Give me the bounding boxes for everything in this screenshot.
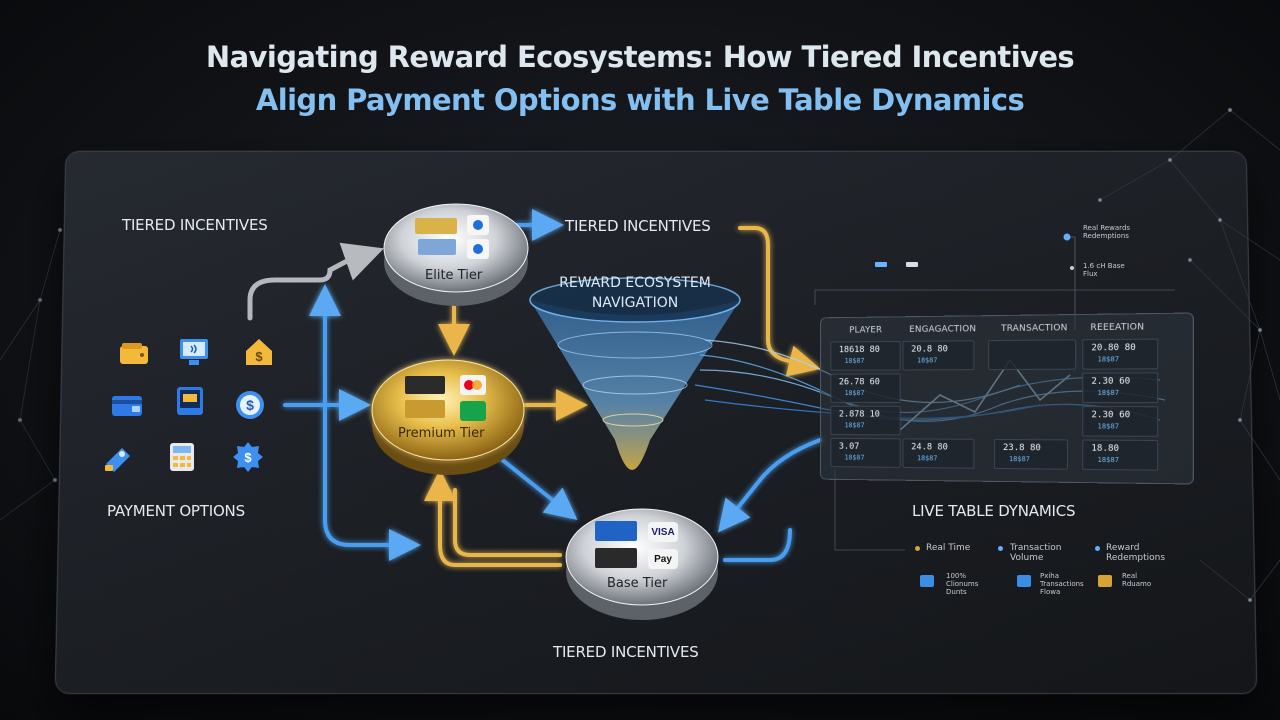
- cell-sub: 18$87: [844, 421, 865, 430]
- legend-dot-reward-redemptions: [1095, 546, 1100, 551]
- gold-flows: [424, 226, 821, 567]
- cell-sub: 18$87: [844, 453, 865, 462]
- cell-sub: 18$87: [844, 389, 865, 398]
- legend-transaction-volume: Transaction Volume: [1010, 543, 1062, 563]
- cell-value: 24.8 80: [911, 442, 948, 453]
- funnel-label: REWARD ECOSYSTEM NAVIGATION: [540, 273, 730, 313]
- base-tier-disc: [565, 508, 719, 620]
- annotation-real-rewards: Real Rewards Redemptions: [1083, 224, 1131, 240]
- live-table-header-redemption: REEEATION: [1090, 322, 1145, 334]
- calculator-icon: [165, 440, 199, 474]
- legend-swatch-3: [1098, 575, 1112, 587]
- live-table-header-transaction: TRANSACTION: [1001, 323, 1068, 335]
- label-tiered-incentives-top: TIERED INCENTIVES: [565, 217, 711, 235]
- cell-sub: 18$87: [844, 356, 865, 365]
- legend-real-time: Real Time: [926, 543, 971, 553]
- apple-pay-badge: Pay: [648, 549, 678, 569]
- title-line-1: Navigating Reward Ecosystems: How Tiered…: [205, 40, 1075, 74]
- top-annotation-pointer: [1063, 233, 1076, 330]
- svg-text:$: $: [244, 450, 252, 465]
- cell-sub: 18$87: [916, 454, 938, 463]
- legend-dot-real-time: [915, 546, 920, 551]
- cell-value: 20.80 80: [1091, 342, 1136, 354]
- label-live-table-dynamics: LIVE TABLE DYNAMICS: [912, 502, 1076, 520]
- legend-dot-transaction-volume: [998, 546, 1003, 551]
- live-table-header-player: PLAYER: [849, 325, 883, 336]
- cell-value: 26.78 60: [838, 377, 880, 388]
- dollar-badge-icon: $: [231, 440, 265, 474]
- funnel-label-line-2: NAVIGATION: [591, 295, 679, 311]
- home-dollar-icon: $: [242, 335, 276, 369]
- premium-tier-label: Premium Tier: [398, 426, 485, 441]
- visa-badge: VISA: [648, 522, 678, 542]
- cell-value: 2.30 60: [1091, 410, 1131, 421]
- contactless-terminal-icon: [177, 335, 211, 369]
- cell-value: 2.878 10: [838, 409, 880, 420]
- svg-text:$: $: [255, 349, 263, 364]
- base-tier-label: Base Tier: [607, 576, 668, 591]
- legend-reward-redemptions: Reward Redemptions: [1106, 543, 1166, 563]
- cell-sub: 18$87: [1097, 355, 1120, 364]
- legend-item-3: Real Rduamo: [1122, 572, 1152, 588]
- legend-swatch-1: [920, 575, 934, 587]
- cell-value: 18618 80: [838, 345, 880, 356]
- annotation-base-flux: 1.6 cH Base Flux: [1083, 262, 1125, 278]
- legend-item-1: 100% Clionums Dunts: [946, 572, 979, 596]
- svg-text:$: $: [246, 397, 254, 413]
- cell-sub: 18$87: [1097, 388, 1120, 397]
- cell-value: 20.8 80: [911, 344, 948, 355]
- dollar-coin-icon: $: [233, 388, 267, 422]
- legend-item-2: Pxiha Transactions Flowa: [1040, 572, 1084, 596]
- cell-value: 18.80: [1091, 443, 1120, 455]
- card-wallet-icon: [110, 388, 144, 422]
- funnel-label-line-1: REWARD ECOSYSTEM: [559, 275, 711, 291]
- label-tiered-incentives-bottom: TIERED INCENTIVES: [553, 643, 699, 661]
- blue-flows: [283, 209, 822, 562]
- indicator-white: [906, 262, 918, 267]
- reward-funnel: [529, 277, 741, 508]
- elite-tier-label: Elite Tier: [425, 268, 483, 283]
- elite-tier-disc: [383, 203, 529, 306]
- flow-grey-to-elite: [247, 242, 384, 321]
- cell-value: 23.8 80: [1002, 443, 1041, 454]
- cell-sub: 18$87: [1097, 455, 1120, 465]
- live-table: PLAYER ENGAGACTION TRANSACTION REEEATION…: [820, 312, 1194, 485]
- cell-sub: 18$87: [1008, 455, 1030, 464]
- live-table-header-engagement: ENGAGACTION: [909, 324, 977, 335]
- apple-pay-label: Pay: [654, 553, 672, 565]
- legend-swatch-2: [1017, 575, 1031, 587]
- cell-sub: 18$87: [1097, 422, 1120, 431]
- cell-value: 2.30 60: [1091, 376, 1131, 387]
- premium-tier-disc: [371, 359, 525, 475]
- mobile-payment-icon: [173, 384, 207, 418]
- label-payment-options: PAYMENT OPTIONS: [107, 502, 245, 520]
- card-tap-icon: [102, 440, 136, 474]
- title-line-2: Align Payment Options with Live Table Dy…: [255, 83, 1025, 117]
- network-lines-left: [0, 227, 63, 521]
- wallet-icon: [117, 337, 151, 371]
- indicator-blue: [875, 262, 887, 267]
- label-tiered-incentives-left: TIERED INCENTIVES: [122, 216, 268, 234]
- cell-sub: 18$87: [916, 356, 938, 365]
- network-lines-right: [1097, 107, 1280, 603]
- cell-value: 3.07: [838, 441, 860, 452]
- live-table-cell: [988, 339, 1077, 371]
